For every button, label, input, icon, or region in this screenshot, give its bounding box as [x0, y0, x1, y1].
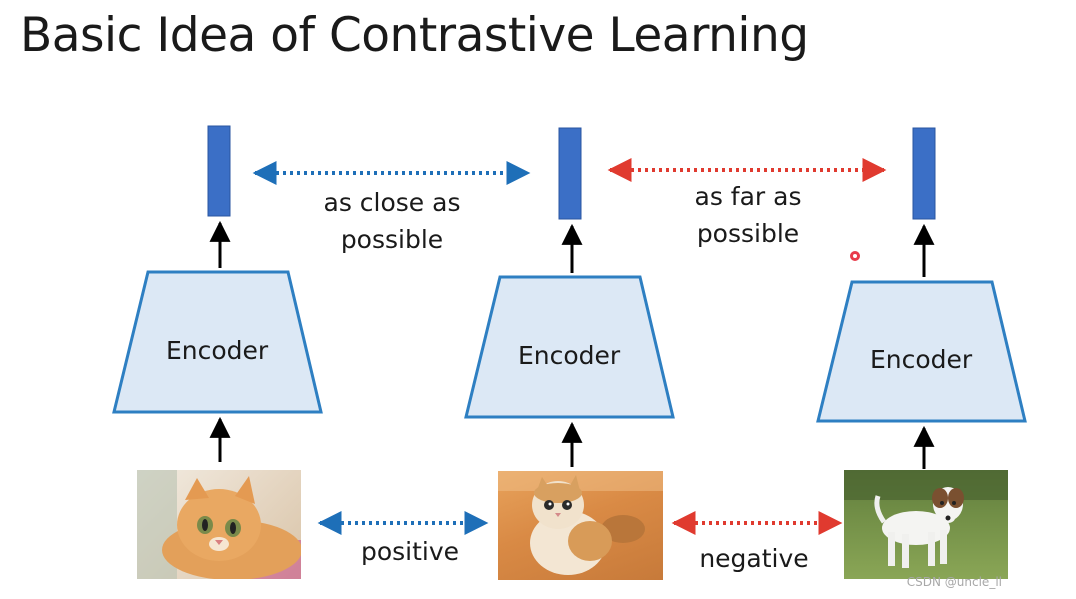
embedding-vector-1 [207, 125, 231, 217]
close-label-line2: possible [340, 225, 444, 254]
close-label: as close as possible [292, 184, 492, 258]
far-label-line1: as far as [694, 182, 802, 211]
encoder-block-1 [112, 270, 323, 414]
slide-title: Basic Idea of Contrastive Learning [20, 8, 809, 63]
encoder-label-3: Encoder [870, 345, 973, 374]
encoder-label-2: Encoder [518, 341, 621, 370]
encoder-block-3 [816, 280, 1027, 423]
encoder-label-1: Encoder [166, 336, 269, 365]
positive-label: positive [360, 537, 460, 566]
far-label-line2: possible [696, 219, 800, 248]
laser-pointer-icon [850, 251, 860, 261]
cream-cat-photo [498, 471, 663, 580]
negative-label: negative [699, 544, 809, 573]
orange-kitten-photo [137, 470, 301, 579]
close-label-line1: as close as [323, 188, 461, 217]
far-label: as far as possible [648, 178, 848, 252]
encoder-block-2 [464, 275, 675, 419]
embedding-vector-2 [558, 127, 582, 220]
embedding-vector-3 [912, 127, 936, 220]
watermark: CSDN @uncle_ll [906, 575, 1002, 589]
jack-russell-dog-photo [844, 470, 1008, 579]
